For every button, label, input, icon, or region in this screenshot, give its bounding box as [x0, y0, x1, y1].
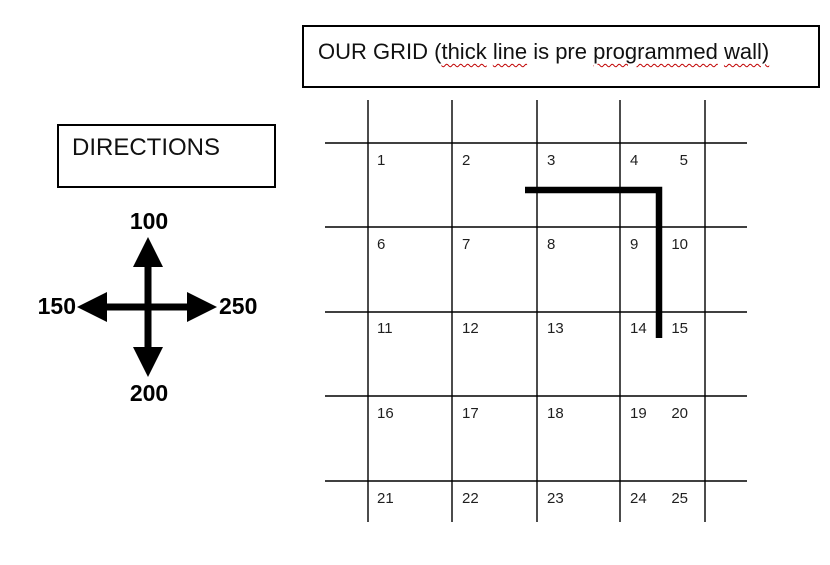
grid-cell-10: 10	[671, 236, 688, 253]
grid-cell-25: 25	[671, 490, 688, 507]
compass-arrows-icon	[77, 237, 217, 377]
grid-drawing	[325, 100, 747, 522]
title-segment-misspelled: thick	[441, 39, 487, 64]
grid-cell-22: 22	[462, 490, 479, 507]
left-arrow-icon	[77, 292, 107, 322]
grid-title: OUR GRID (thick line is pre programmed w…	[318, 38, 769, 66]
compass-down-label: 200	[129, 380, 169, 406]
grid-cell-19: 19	[630, 405, 647, 422]
grid-cell-3: 3	[547, 152, 556, 169]
grid-cell-15: 15	[671, 320, 688, 337]
grid-cell-9: 9	[630, 236, 639, 253]
right-arrow-icon	[187, 292, 217, 322]
grid-title-box: OUR GRID (thick line is pre programmed w…	[302, 25, 820, 88]
grid-cell-20: 20	[671, 405, 688, 422]
up-arrow-icon	[133, 237, 163, 267]
grid-cell-12: 12	[462, 320, 479, 337]
wall-line	[525, 186, 663, 338]
grid-cell-1: 1	[377, 152, 386, 169]
grid-cell-17: 17	[462, 405, 479, 422]
grid-cell-24: 24	[630, 490, 647, 507]
title-segment-misspelled: line	[492, 39, 528, 64]
grid-cell-7: 7	[462, 236, 471, 253]
grid-cell-14: 14	[630, 320, 647, 337]
directions-box: DIRECTIONS	[57, 124, 276, 188]
down-arrow-icon	[133, 347, 163, 377]
title-segment-misspelled: wall)	[723, 39, 770, 64]
grid-cell-8: 8	[547, 236, 556, 253]
grid-cell-4: 4	[630, 152, 639, 169]
grid-cell-21: 21	[377, 490, 394, 507]
compass-left-label: 150	[37, 293, 76, 319]
grid-cell-23: 23	[547, 490, 564, 507]
grid-cell-11: 11	[377, 320, 393, 337]
title-segment: OUR GRID (	[318, 39, 442, 64]
compass-up-label: 100	[129, 208, 169, 234]
grid-cell-6: 6	[377, 236, 386, 253]
grid-cell-13: 13	[547, 320, 564, 337]
compass-right-label: 250	[219, 293, 258, 319]
title-segment-misspelled: programmed	[593, 39, 718, 64]
grid-cell-5: 5	[679, 152, 688, 169]
grid-cell-18: 18	[547, 405, 564, 422]
grid-cell-2: 2	[462, 152, 471, 169]
grid-cell-16: 16	[377, 405, 394, 422]
directions-title: DIRECTIONS	[72, 134, 221, 161]
title-segment: is pre	[527, 39, 594, 64]
